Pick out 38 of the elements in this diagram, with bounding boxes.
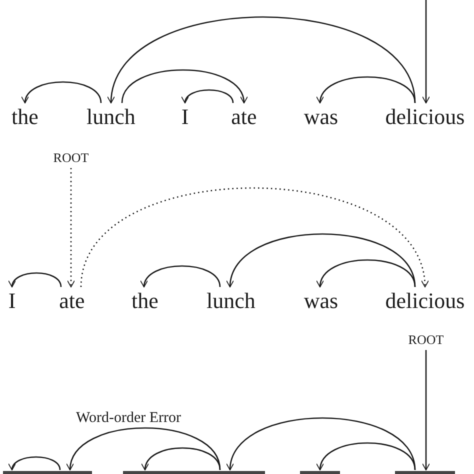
arrow [422, 0, 430, 104]
arc-arrow [121, 69, 246, 104]
word: lunch [78, 105, 144, 129]
arc-arrow [318, 442, 416, 470]
word: delicious [376, 105, 474, 129]
arc-arrow [228, 417, 416, 470]
arc-arrow [10, 272, 62, 288]
word: ate [52, 289, 92, 313]
underline-bar [191, 471, 265, 474]
word: was [298, 289, 344, 313]
arc-arrow [10, 456, 61, 470]
arrow [422, 350, 430, 470]
underline-bar [3, 471, 39, 474]
arc-arrow [22, 81, 102, 104]
underline-bar [123, 471, 191, 474]
root-label: ROOT [44, 150, 98, 165]
word: the [124, 289, 166, 313]
word: delicious [376, 289, 474, 313]
word: lunch [198, 289, 264, 313]
arc-arrow [228, 233, 416, 288]
arc-arrow [318, 259, 416, 288]
arc-arrow [80, 188, 428, 288]
arrow [67, 168, 75, 288]
arc-arrow [108, 16, 416, 104]
root-label: ROOT [398, 332, 454, 347]
arc-arrow [142, 265, 221, 288]
underline-bar [395, 471, 455, 474]
word: was [298, 105, 344, 129]
underline-bar [39, 471, 92, 474]
arc-arrow [318, 76, 416, 104]
word: ate [224, 105, 264, 129]
word: I [4, 289, 20, 313]
word: I [178, 105, 192, 129]
word: the [6, 105, 44, 129]
underline-bar [300, 471, 340, 474]
arc-arrow [182, 89, 234, 104]
arc-arrow [68, 427, 221, 470]
arc-arrow [142, 447, 221, 470]
